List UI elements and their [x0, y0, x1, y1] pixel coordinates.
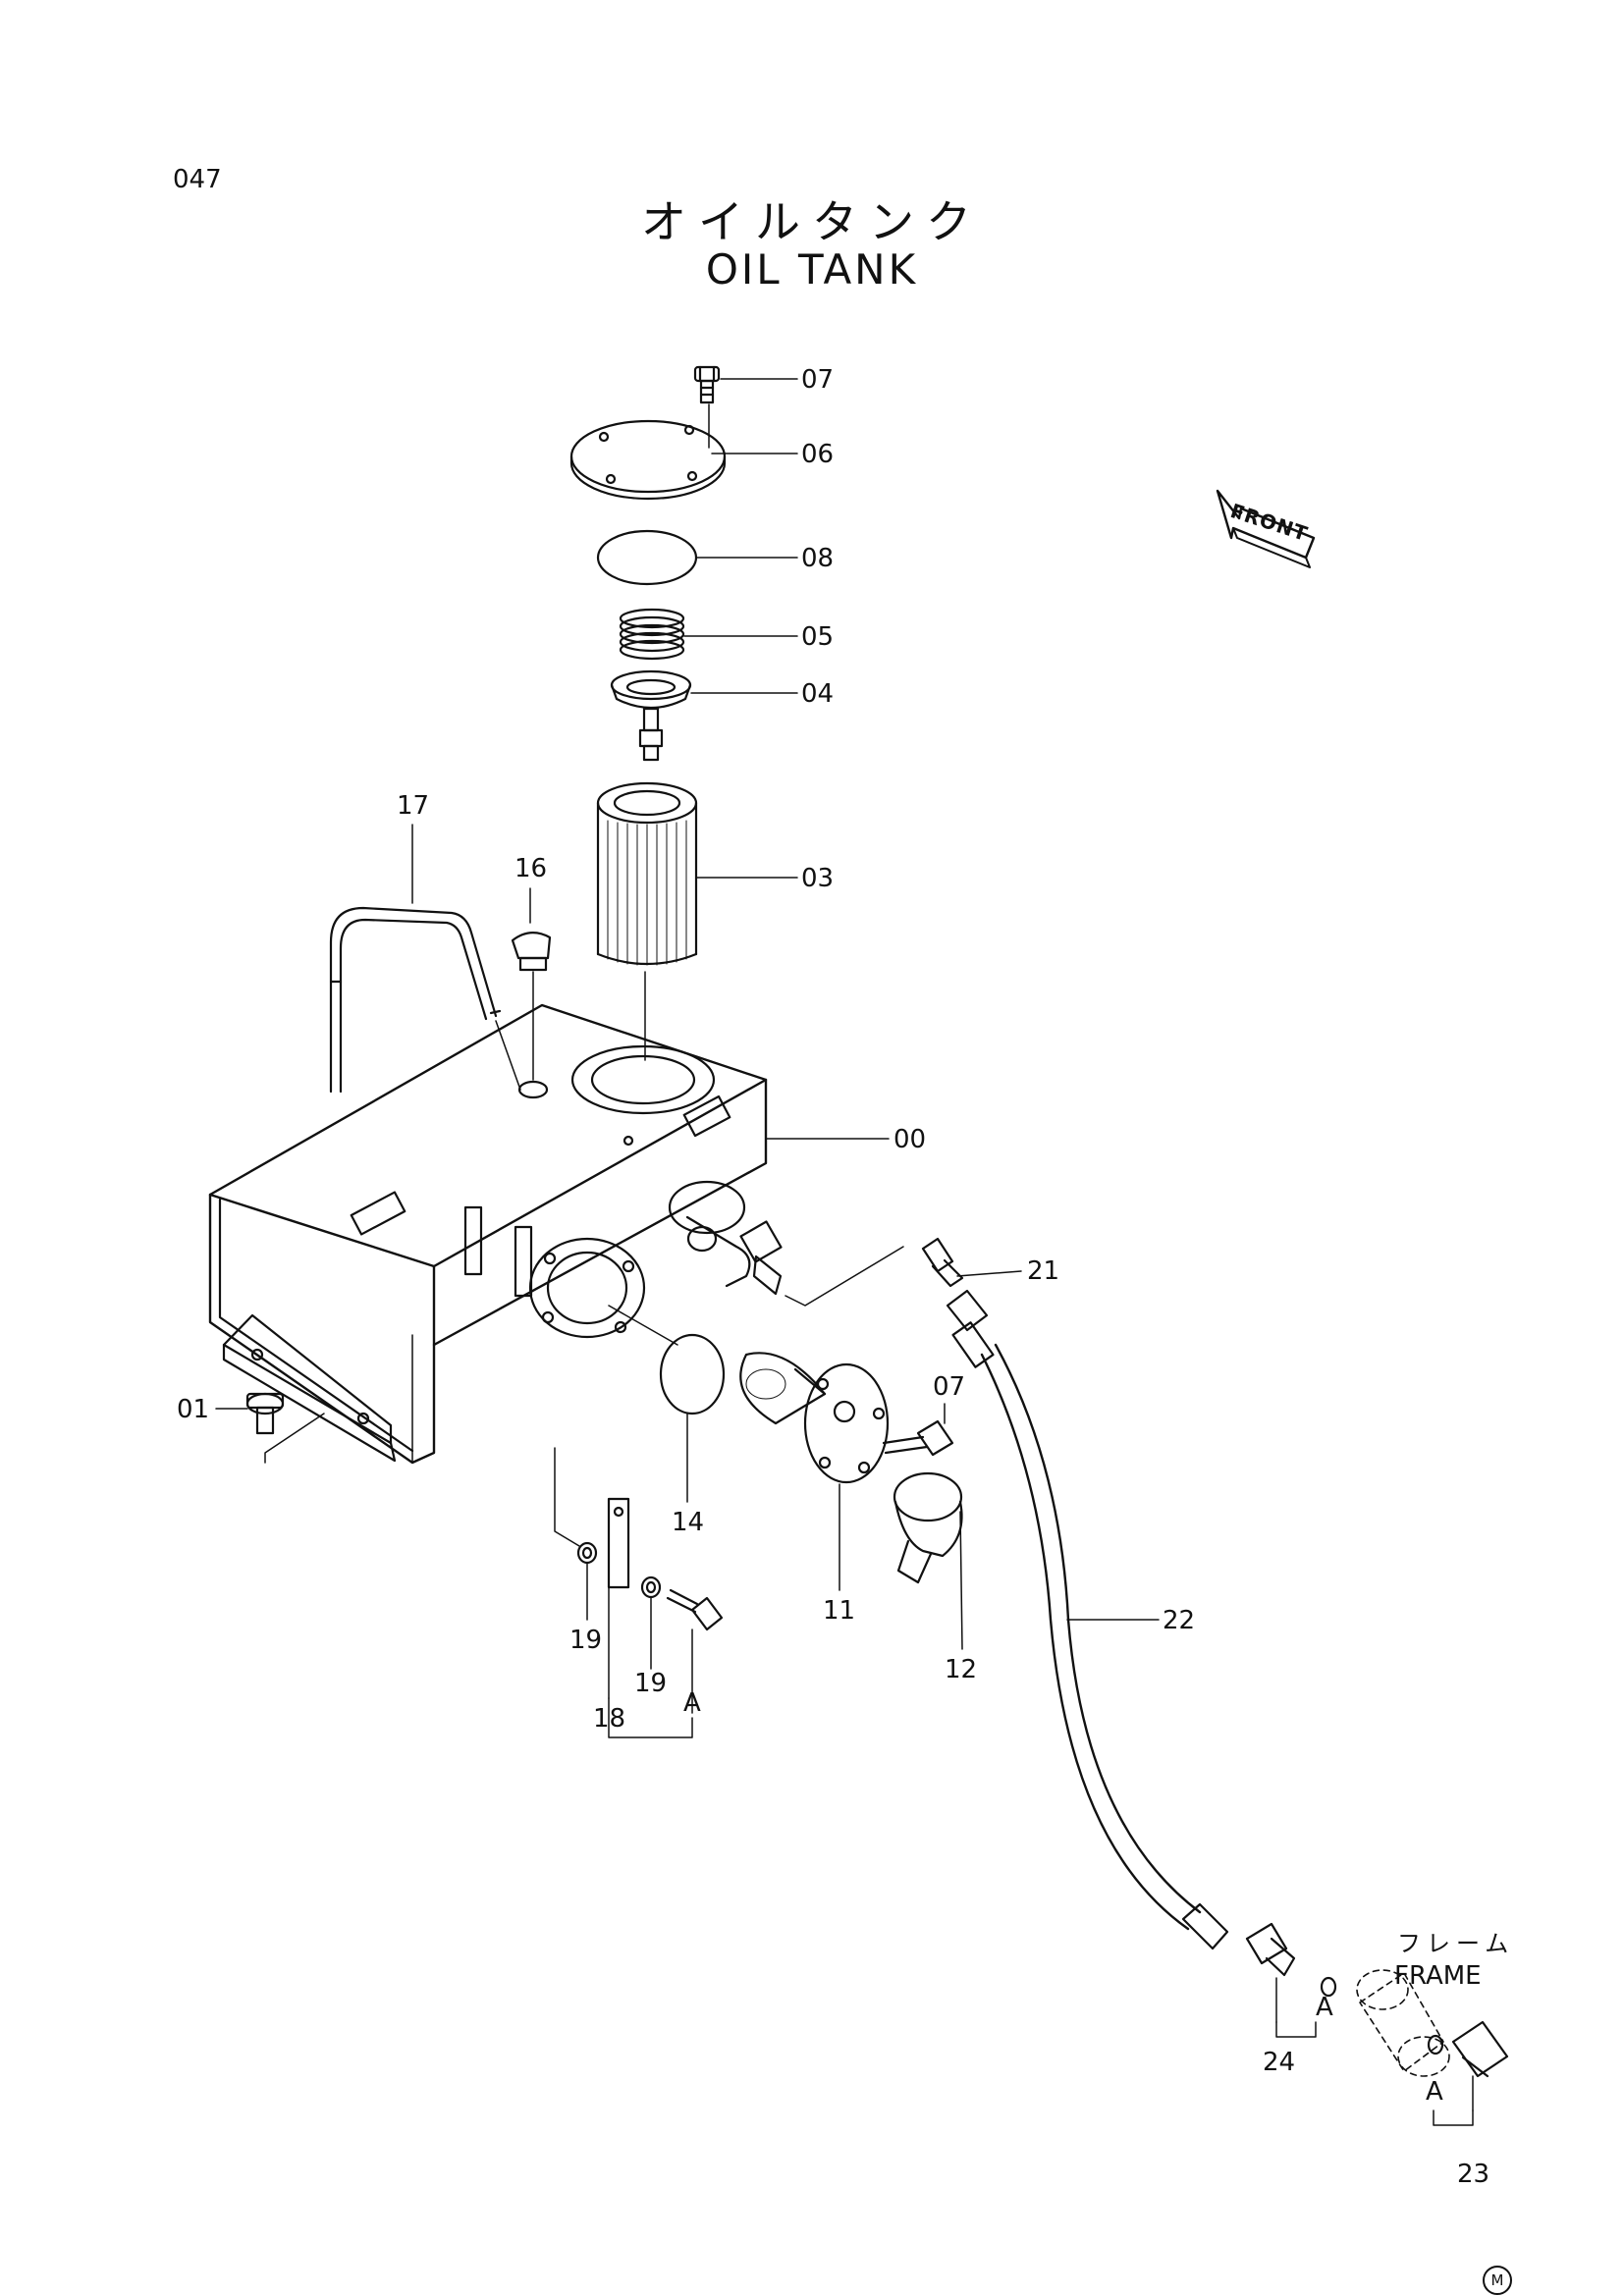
fitting-21: [921, 1237, 1022, 1288]
part-label-21: 21: [1027, 1256, 1060, 1286]
part-label-19-right: 19: [634, 1669, 668, 1698]
spring-05: [619, 608, 798, 661]
part-label-07-mid: 07: [933, 1372, 966, 1402]
part-label-00: 00: [893, 1125, 927, 1154]
cover-plate-06: [569, 403, 798, 501]
fitting-24: [1245, 1922, 1317, 2038]
part-label-12: 12: [945, 1655, 978, 1684]
part-label-17: 17: [397, 791, 430, 821]
strainer-11: [739, 1352, 890, 1591]
washer-19-right: [640, 1575, 662, 1670]
front-arrow-icon: [1216, 489, 1316, 568]
o-ring-left: [1320, 1976, 1337, 1998]
part-label-07-top: 07: [801, 365, 835, 395]
title-japanese: オイルタンク: [641, 195, 983, 248]
washer-19-left: [554, 1447, 598, 1621]
frame-label-japanese: フレーム: [1397, 1930, 1515, 1957]
bracket-18: [607, 1497, 693, 1738]
frame-boss: [1356, 1969, 1450, 2077]
corner-mark: M: [1483, 2266, 1512, 2295]
part-label-24: 24: [1263, 2048, 1296, 2077]
valve-04: [610, 669, 798, 762]
part-label-a-2: A: [1316, 1993, 1333, 2022]
filter-element-03: [596, 781, 798, 1061]
page-number: 047: [173, 165, 222, 194]
part-label-05: 05: [801, 622, 835, 652]
part-label-a-1: A: [683, 1688, 701, 1718]
part-label-11: 11: [823, 1596, 856, 1626]
elbow-12: [893, 1471, 963, 1650]
part-label-22: 22: [1163, 1606, 1196, 1635]
part-label-01: 01: [177, 1395, 210, 1424]
part-label-a-3: A: [1426, 2077, 1443, 2107]
part-label-03: 03: [801, 864, 835, 893]
title-english: OIL TANK: [705, 245, 919, 294]
oil-tank-00: [208, 1003, 904, 1465]
part-label-23: 23: [1457, 2160, 1490, 2189]
part-label-19-left: 19: [569, 1626, 603, 1655]
part-label-06: 06: [801, 440, 835, 469]
bolt-07-mid: [882, 1403, 954, 1457]
part-label-16: 16: [514, 854, 548, 883]
breather-pipe-17: [329, 824, 521, 1094]
bolt-07-top: [693, 365, 798, 404]
o-ring-14: [608, 1305, 726, 1503]
filler-cap-16: [511, 887, 552, 1081]
hose-22: [946, 1289, 1229, 1950]
part-label-18: 18: [593, 1704, 626, 1734]
part-label-08: 08: [801, 544, 835, 573]
bolt-01: [215, 1392, 325, 1464]
plug-23: [1433, 2020, 1509, 2126]
part-label-04: 04: [801, 679, 835, 709]
frame-label-english: FRAME: [1394, 1961, 1482, 1991]
o-ring-right: [1427, 2034, 1444, 2056]
part-label-14: 14: [672, 1508, 705, 1537]
bolt-lower: [666, 1588, 724, 1714]
gasket-08: [596, 529, 798, 586]
